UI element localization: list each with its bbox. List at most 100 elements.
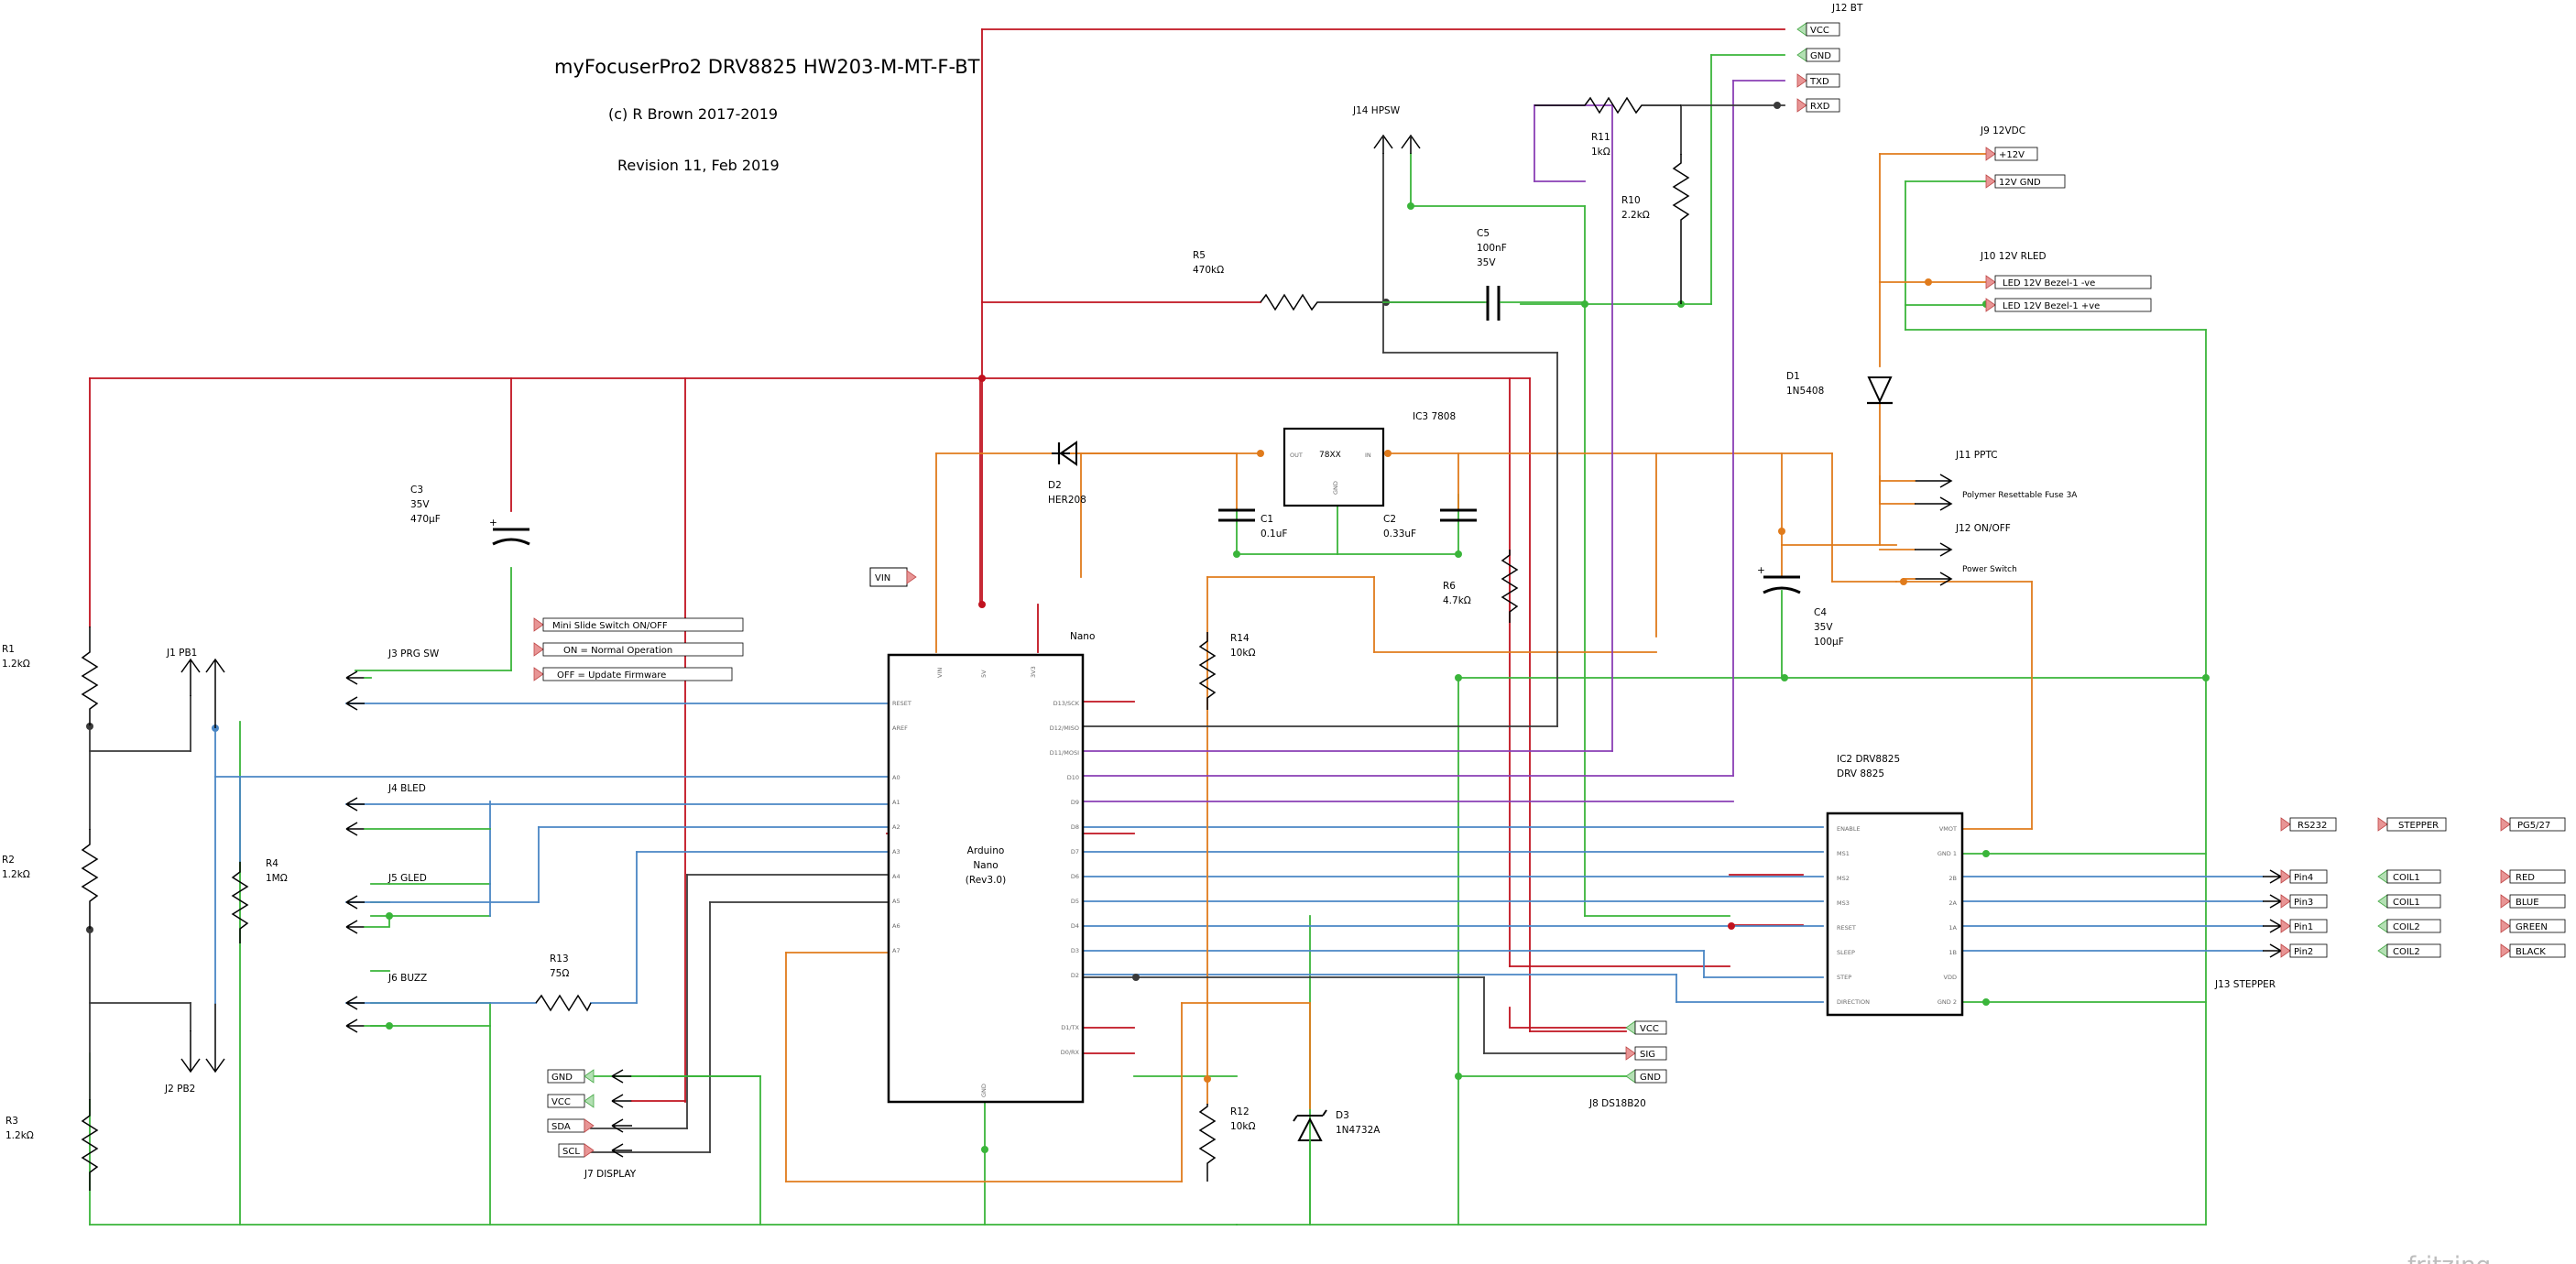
wires-signal <box>214 703 2264 1004</box>
drv-pin-1b: 1B <box>1948 949 1957 956</box>
j3-label: J3 PRG SW <box>387 648 440 659</box>
junctions <box>86 102 2210 1153</box>
nano-pin-d1: D1/TX <box>1061 1024 1079 1031</box>
r10-value: 2.2kΩ <box>1621 210 1650 221</box>
drv-pin-reset: RESET <box>1837 924 1856 932</box>
reg-title: IC3 7808 <box>1413 411 1456 422</box>
resistor-r11: R11 1kΩ <box>1534 96 1681 158</box>
header-stepper: STEPPER <box>2398 821 2439 831</box>
drv-pin-ms1: MS1 <box>1837 850 1850 857</box>
j12bt-pin-rxd: RXD <box>1810 102 1830 112</box>
nano-pin-a6: A6 <box>892 922 901 930</box>
d2-ref: D2 <box>1048 480 1062 491</box>
nano-pin-d2: D2 <box>1071 972 1079 979</box>
r4-value: 1MΩ <box>266 873 288 884</box>
j10-pin-pos: LED 12V Bezel-1 +ve <box>2003 301 2100 311</box>
coil-row-1: COIL1 <box>2393 873 2420 883</box>
connector-j10: J10 12V RLED LED 12V Bezel-1 -ve LED 12V… <box>1980 251 2152 312</box>
nano-pin-a4: A4 <box>892 873 901 880</box>
j12-text: Power Switch <box>1962 565 2017 574</box>
drv8825-driver: IC2 DRV8825 DRV 8825 ENABLE MS1 MS2 MS3 … <box>1826 754 1964 1017</box>
nano-pin-d12: D12/MISO <box>1050 725 1079 732</box>
connector-j4: J4 BLED <box>345 783 491 836</box>
header-rs232: RS232 <box>2298 821 2327 831</box>
nano-pin-vin: VIN <box>936 668 944 678</box>
vin-tag: VIN <box>875 573 890 583</box>
drv-pin-ms2: MS2 <box>1837 875 1850 882</box>
j1-label: J1 PB1 <box>166 648 197 659</box>
j12bt-pin-gnd: GND <box>1810 51 1831 61</box>
nano-name-3: (Rev3.0) <box>966 875 1006 886</box>
nano-pin-3v3: 3V3 <box>1030 666 1037 678</box>
j12-label: J12 ON/OFF <box>1955 523 2011 534</box>
d3-value: 1N4732A <box>1336 1125 1381 1136</box>
resistor-r2: R2 1.2kΩ <box>2 829 99 930</box>
d1-ref: D1 <box>1786 371 1800 382</box>
connector-j3: J3 PRG SW <box>345 648 440 711</box>
c4-value: 100μF <box>1814 637 1844 648</box>
j13-pin3: Pin3 <box>2294 898 2313 908</box>
svg-text:+: + <box>489 518 497 528</box>
drv-pin-direction: DIRECTION <box>1837 998 1870 1006</box>
coil-row-3: COIL2 <box>2393 922 2420 932</box>
j7-pin-gnd: GND <box>551 1073 573 1083</box>
c3-value: 470μF <box>410 514 441 525</box>
j10-label: J10 12V RLED <box>1980 251 2047 262</box>
drv-pin-step: STEP <box>1837 974 1851 981</box>
drv-pin-1a: 1A <box>1948 924 1957 932</box>
j12bt-label: J12 BT <box>1831 3 1863 14</box>
connector-j1: J1 PB1 <box>166 648 225 728</box>
r1-ref: R1 <box>2 644 15 655</box>
regulator-7808: IC3 7808 78XX OUT IN GND <box>1283 411 1456 507</box>
r14-ref: R14 <box>1230 633 1250 644</box>
resistor-r10: R10 2.2kΩ <box>1621 154 1690 304</box>
wires-serial <box>1080 80 1785 802</box>
c4-voltage: 35V <box>1814 622 1833 633</box>
r10-ref: R10 <box>1621 195 1641 206</box>
nano-pin-d9: D9 <box>1071 799 1079 806</box>
note-line-2: ON = Normal Operation <box>563 646 672 656</box>
resistor-r13: R13 75Ω <box>535 953 592 1012</box>
reg-pin-in: IN <box>1365 452 1371 459</box>
reg-name: 78XX <box>1319 451 1341 460</box>
drv-pin-ms3: MS3 <box>1837 899 1850 907</box>
nano-pin-5v: 5V <box>980 670 988 678</box>
svg-text:+: + <box>1757 565 1765 576</box>
c3-ref: C3 <box>410 485 423 496</box>
r12-value: 10kΩ <box>1230 1121 1255 1132</box>
resistor-r3: R3 1.2kΩ <box>5 1099 99 1191</box>
j2-label: J2 PB2 <box>164 1084 195 1095</box>
drv-pin-vmot: VMOT <box>1939 825 1957 833</box>
note-line-3: OFF = Update Firmware <box>557 670 666 681</box>
r1-value: 1.2kΩ <box>2 659 30 670</box>
j8-pin-gnd: GND <box>1640 1073 1661 1083</box>
nano-pin-gnd: GND <box>980 1084 988 1097</box>
capacitor-c1: C1 0.1uF <box>1218 452 1287 539</box>
nano-pin-a5: A5 <box>892 898 901 905</box>
nano-pin-a1: A1 <box>892 799 901 806</box>
nano-pin-d6: D6 <box>1071 873 1079 880</box>
resistor-r12: R12 10kΩ <box>1198 1104 1255 1182</box>
drv-subtitle: DRV 8825 <box>1837 768 1884 779</box>
j4-label: J4 BLED <box>387 783 426 794</box>
c2-ref: C2 <box>1383 514 1396 525</box>
d1-value: 1N5408 <box>1786 386 1824 397</box>
nano-pin-d0: D0/RX <box>1061 1049 1080 1056</box>
stepper-legend: RS232 STEPPER PG5/27 COIL1 COIL1 COIL2 C… <box>2280 817 2566 958</box>
r5-value: 470kΩ <box>1193 265 1224 276</box>
r6-value: 4.7kΩ <box>1443 595 1471 606</box>
drv-title: IC2 DRV8825 <box>1837 754 1900 765</box>
j14-label: J14 HPSW <box>1352 105 1401 116</box>
nano-label: Nano <box>1070 631 1095 642</box>
nano-pin-d11: D11/MOSI <box>1050 749 1079 757</box>
nano-pin-d13: D13/SCK <box>1053 700 1080 707</box>
nano-name-1: Arduino <box>967 845 1005 856</box>
r2-value: 1.2kΩ <box>2 869 30 880</box>
r13-ref: R13 <box>550 953 569 964</box>
r2-ref: R2 <box>2 855 15 866</box>
nano-pin-a2: A2 <box>892 823 901 831</box>
schematic-title: myFocuserPro2 DRV8825 HW203-M-MT-F-BT <box>554 56 980 78</box>
j13-pin1: Pin1 <box>2294 922 2313 932</box>
c1-ref: C1 <box>1261 514 1273 525</box>
r5-ref: R5 <box>1193 250 1206 261</box>
